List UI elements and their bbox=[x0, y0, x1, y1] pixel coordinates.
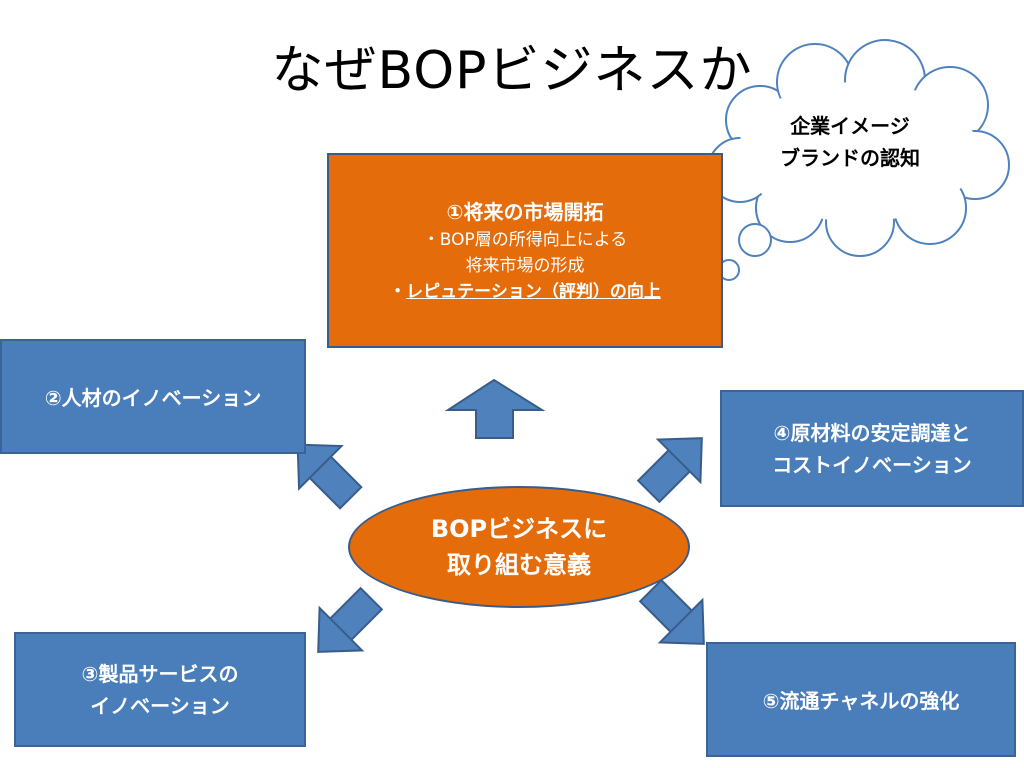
box-market-line-2: 将来市場の形成 bbox=[465, 256, 585, 276]
box-product-line-1: ③製品サービスの bbox=[81, 661, 239, 686]
arrow-up bbox=[444, 378, 546, 439]
center-ellipse: BOPビジネスに 取り組む意義 bbox=[348, 486, 690, 608]
arrow-down-left bbox=[317, 586, 384, 653]
box-hr-innovation: ②人材のイノベーション bbox=[0, 339, 306, 454]
cloud-line-1: 企業イメージ bbox=[790, 114, 910, 138]
arrow-down-right bbox=[638, 578, 705, 645]
box-procurement-line-2: コストイノベーション bbox=[772, 452, 972, 477]
box-market-line-3-prefix: ・ bbox=[389, 282, 407, 302]
box-procurement-line-1: ④原材料の安定調達と bbox=[773, 420, 971, 445]
center-line-1: BOPビジネスに bbox=[430, 515, 608, 543]
box-product-innovation: ③製品サービスの イノベーション bbox=[14, 632, 306, 747]
box-market-development: ①将来の市場開拓 ・BOP層の所得向上による 将来市場の形成 ・レピュテーション… bbox=[327, 153, 723, 348]
box-product-line-2: イノベーション bbox=[90, 693, 230, 718]
box-market-line-1: ・BOP層の所得向上による bbox=[422, 230, 628, 250]
box-hr-label: ②人材のイノベーション bbox=[44, 386, 262, 410]
page-title: なぜBOPビジネスか bbox=[271, 41, 753, 101]
box-distribution-label: ⑤流通チャネルの強化 bbox=[762, 689, 960, 713]
cloud-text: 企業イメージ ブランドの認知 bbox=[740, 110, 960, 174]
center-line-2: 取り組む意義 bbox=[447, 551, 591, 579]
cloud-line-2: ブランドの認知 bbox=[780, 146, 920, 170]
arrow-up-right bbox=[636, 437, 703, 504]
arrow-up-left bbox=[296, 443, 363, 510]
thought-cloud bbox=[703, 39, 1010, 296]
box-procurement: ④原材料の安定調達と コストイノベーション bbox=[720, 390, 1024, 507]
box-distribution: ⑤流通チャネルの強化 bbox=[706, 642, 1016, 757]
box-market-line-3-underlined: レピュテーション（評判）の向上 bbox=[406, 282, 661, 302]
box-market-heading: ①将来の市場開拓 bbox=[446, 200, 604, 224]
box-market-line-3: ・レピュテーション（評判）の向上 bbox=[389, 279, 661, 305]
